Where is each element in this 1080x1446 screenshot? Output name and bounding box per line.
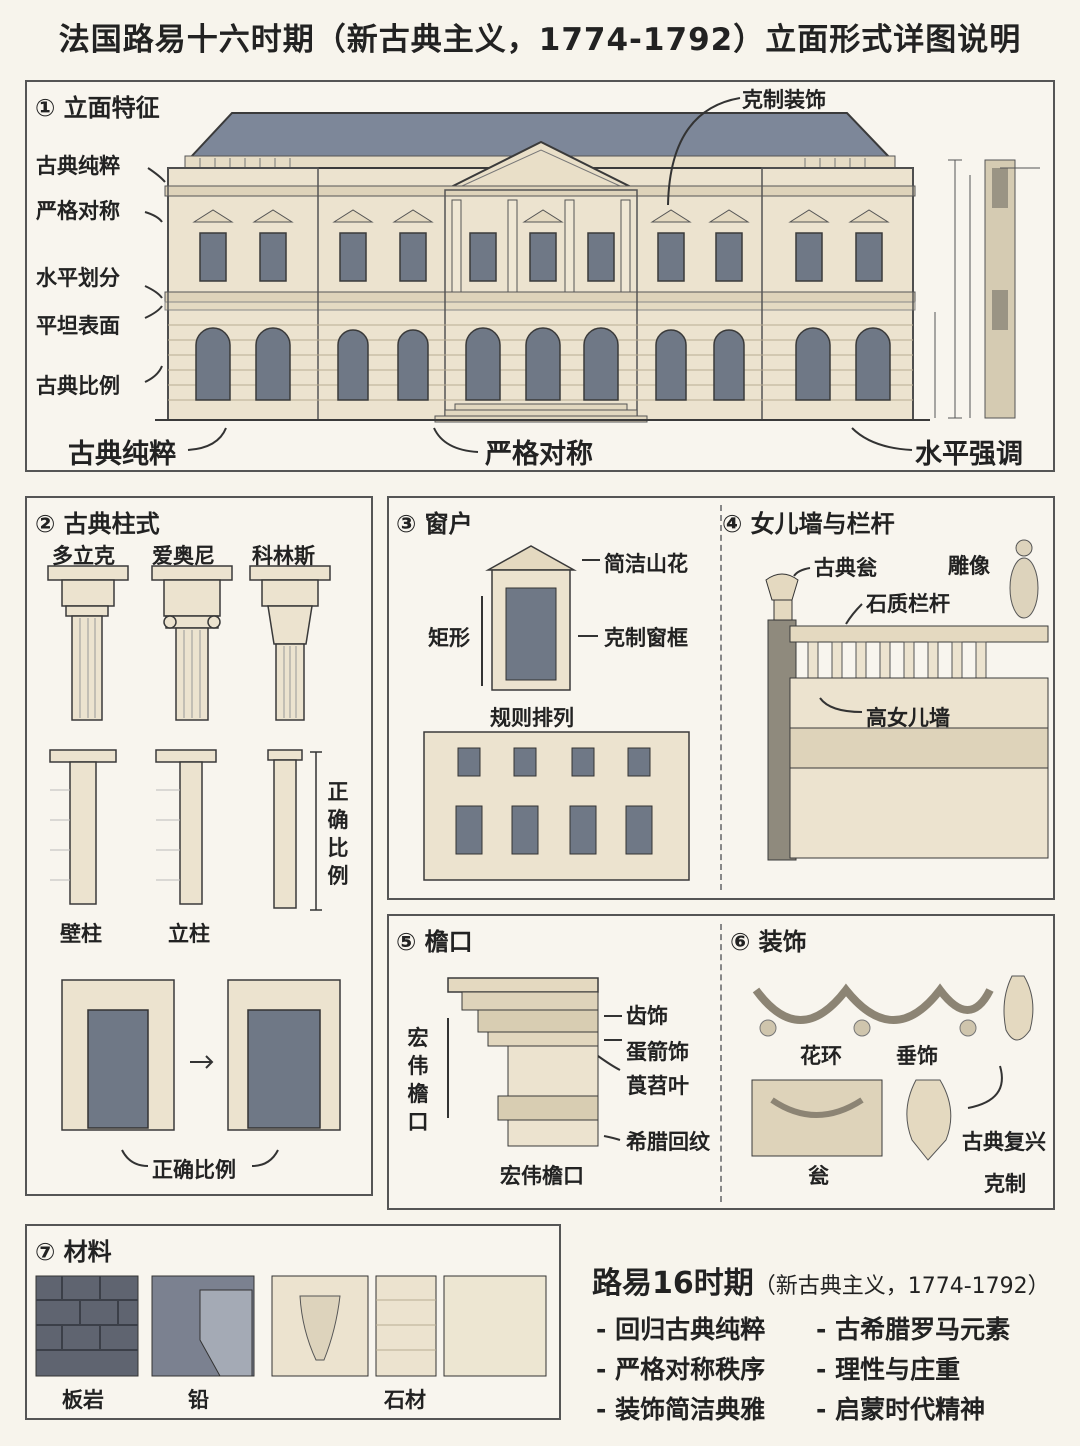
- column-label: 立柱: [168, 922, 210, 946]
- facade-label-proportion: 古典比例: [36, 374, 120, 398]
- material-stone: 石材: [384, 1388, 426, 1412]
- facade-bottom-symmetry: 严格对称: [485, 439, 593, 470]
- facade-label-purity: 古典纯粹: [36, 154, 120, 178]
- facade-bottom-horizontal-emphasis: 水平强调: [915, 439, 1023, 470]
- window-restrained-frame: 克制窗框: [604, 626, 688, 650]
- cornice-greek-key: 希腊回纹: [626, 1130, 710, 1154]
- corinthian-label: 科林斯: [252, 544, 315, 568]
- orders-illustration: [47, 565, 341, 1167]
- summary-item: - 启蒙时代精神: [816, 1395, 986, 1424]
- cornice-heading: ⑤ 檐口: [396, 928, 473, 956]
- material-slate: 板岩: [62, 1388, 104, 1412]
- ornament-classical-revival: 古典复兴: [962, 1130, 1046, 1154]
- facade-label-flat-surface: 平坦表面: [36, 314, 120, 338]
- parapet-balustrade: 石质栏杆: [866, 592, 950, 616]
- page-title: 法国路易十六时期（新古典主义，1774-1792）立面形式详图说明: [58, 22, 1022, 58]
- summary-title: 路易16时期: [592, 1266, 754, 1301]
- summary-subtitle: （新古典主义，1774-1792）: [753, 1274, 1050, 1299]
- window-rectangular: 矩形: [428, 626, 470, 650]
- material-lead: 铅: [188, 1388, 209, 1412]
- ornament-heading: ⑥ 装饰: [730, 928, 807, 956]
- cornice-ornament-illustration: [447, 975, 1034, 1161]
- facade-bottom-purity: 古典纯粹: [68, 439, 176, 470]
- cornice-vertical-label: 宏伟檐口: [407, 1026, 429, 1134]
- orders-proportion-label: 正确比例: [152, 1158, 236, 1182]
- summary-title-wrap: 路易16时期（新古典主义，1774-1792）: [592, 1258, 1050, 1302]
- parapet-urn: 古典瓮: [814, 556, 877, 580]
- summary-item: - 装饰简洁典雅: [596, 1395, 766, 1424]
- cornice-caption: 宏伟檐口: [500, 1164, 584, 1188]
- facade-label-horizontal-division: 水平划分: [36, 266, 120, 290]
- windows-heading: ③ 窗户: [396, 510, 473, 538]
- windows-parapet-illustration: [423, 539, 1049, 881]
- ionic-label: 爱奥尼: [152, 544, 215, 568]
- doric-label: 多立克: [52, 544, 115, 568]
- parapet-high-wall: 高女儿墙: [866, 706, 950, 730]
- facade-label-symmetry: 严格对称: [36, 199, 120, 223]
- ornament-festoon: 垂饰: [896, 1044, 938, 1068]
- orders-heading: ② 古典柱式: [35, 510, 160, 538]
- window-regular-arrangement: 规则排列: [490, 706, 574, 730]
- window-simple-pediment: 简洁山花: [604, 552, 688, 576]
- windows-parapet-divider: [720, 505, 722, 890]
- facade-illustration: [144, 97, 1040, 453]
- ornament-garland: 花环: [800, 1044, 842, 1068]
- ornament-urn: 瓮: [808, 1164, 829, 1188]
- summary-item: - 古希腊罗马元素: [816, 1315, 1011, 1344]
- parapet-sculpture: 雕像: [948, 554, 990, 578]
- cornice-ornament-divider: [720, 924, 722, 1202]
- facade-heading: ① 立面特征: [35, 94, 160, 122]
- cornice-egg-dart: 蛋箭饰: [626, 1040, 689, 1064]
- pilaster-label: 壁柱: [60, 922, 102, 946]
- summary-item: - 回归古典纯粹: [596, 1315, 766, 1344]
- facade-label-restrained-decoration: 克制装饰: [742, 88, 826, 112]
- summary-item: - 严格对称秩序: [596, 1355, 766, 1384]
- summary-item: - 理性与庄重: [816, 1355, 961, 1384]
- cornice-acanthus: 莨苕叶: [626, 1074, 689, 1098]
- ornament-restraint: 克制: [984, 1172, 1026, 1196]
- orders-proportion-vertical: 正确比例: [327, 780, 349, 888]
- materials-heading: ⑦ 材料: [35, 1238, 112, 1266]
- cornice-dentils: 齿饰: [626, 1004, 668, 1028]
- parapet-heading: ④ 女儿墙与栏杆: [722, 510, 895, 538]
